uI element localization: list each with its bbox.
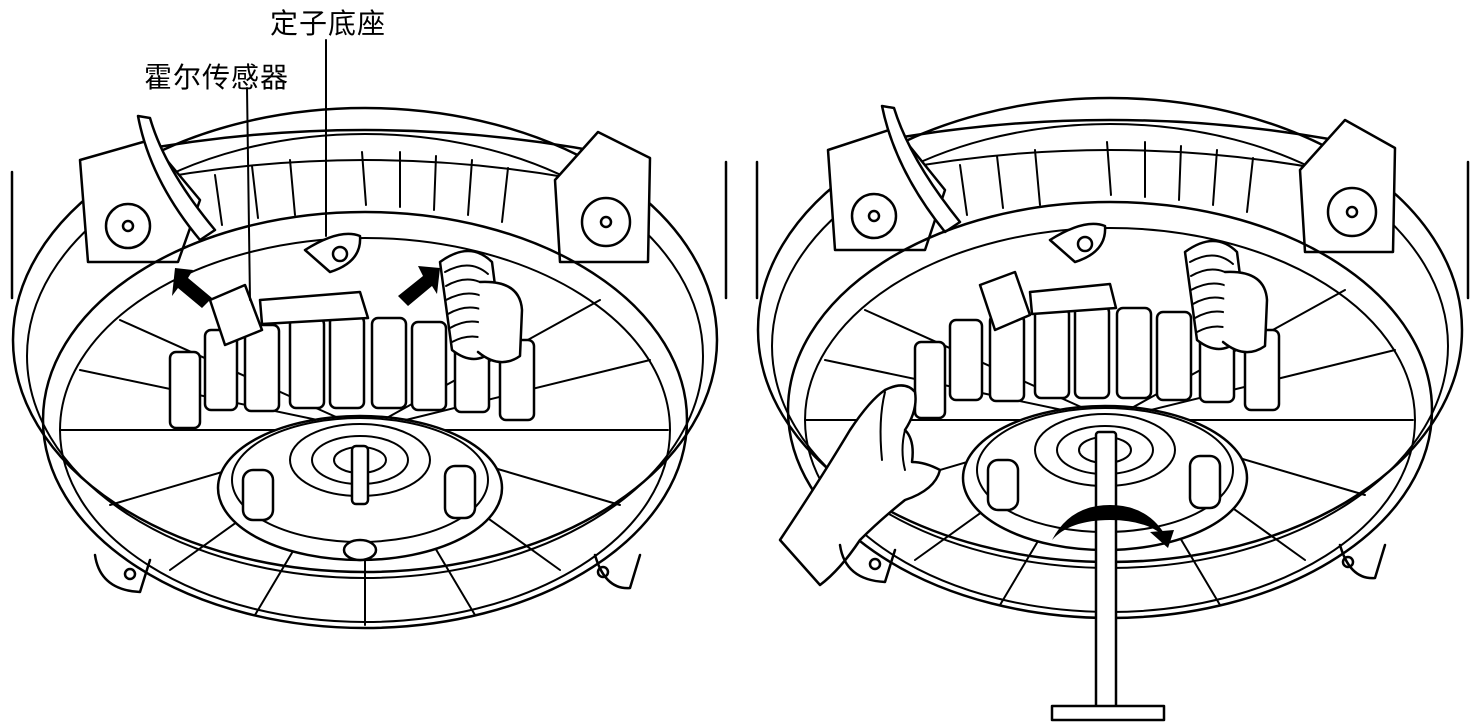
hub-bolts-2 (986, 454, 1222, 512)
rotation-arrow (1052, 505, 1168, 540)
left-motor-view (10, 39, 728, 630)
left-mounting-bracket-2 (826, 104, 962, 252)
hall-sensor-leader (246, 87, 251, 301)
back-flange-edge-2 (833, 118, 1387, 152)
left-mounting-bracket (78, 114, 217, 264)
stator-mount-block (258, 290, 370, 326)
stator-base-hole-2 (1076, 235, 1094, 253)
stator-mount-block-2 (1028, 282, 1118, 316)
back-flange-edge (88, 128, 642, 162)
back-ribs (214, 151, 509, 226)
hall-sensor-block-2 (978, 270, 1032, 332)
hub-bolts (241, 464, 477, 562)
rotation-arrow-head (1150, 530, 1174, 548)
right-motor-view (755, 96, 1470, 722)
stator-base-hole (331, 245, 349, 263)
wire-coil-arrow (398, 266, 440, 306)
hub-shaft (350, 444, 370, 506)
t-handle-tool (1050, 430, 1166, 722)
right-mounting-bracket (553, 130, 652, 264)
rotor-outer-ring (41, 210, 689, 630)
stator-base-label: 定子底座 (270, 7, 387, 40)
left-feet (93, 553, 642, 594)
right-mounting-bracket-2 (1298, 118, 1397, 254)
wire-coil-bundle (438, 249, 524, 364)
hand (778, 384, 942, 587)
wire-coil-bundle-2 (1183, 239, 1269, 354)
hall-sensor-label: 霍尔传感器 (144, 61, 290, 94)
right-feet (838, 543, 1387, 584)
hall-sensor-arrow (172, 268, 212, 308)
back-ribs-2 (959, 141, 1254, 216)
